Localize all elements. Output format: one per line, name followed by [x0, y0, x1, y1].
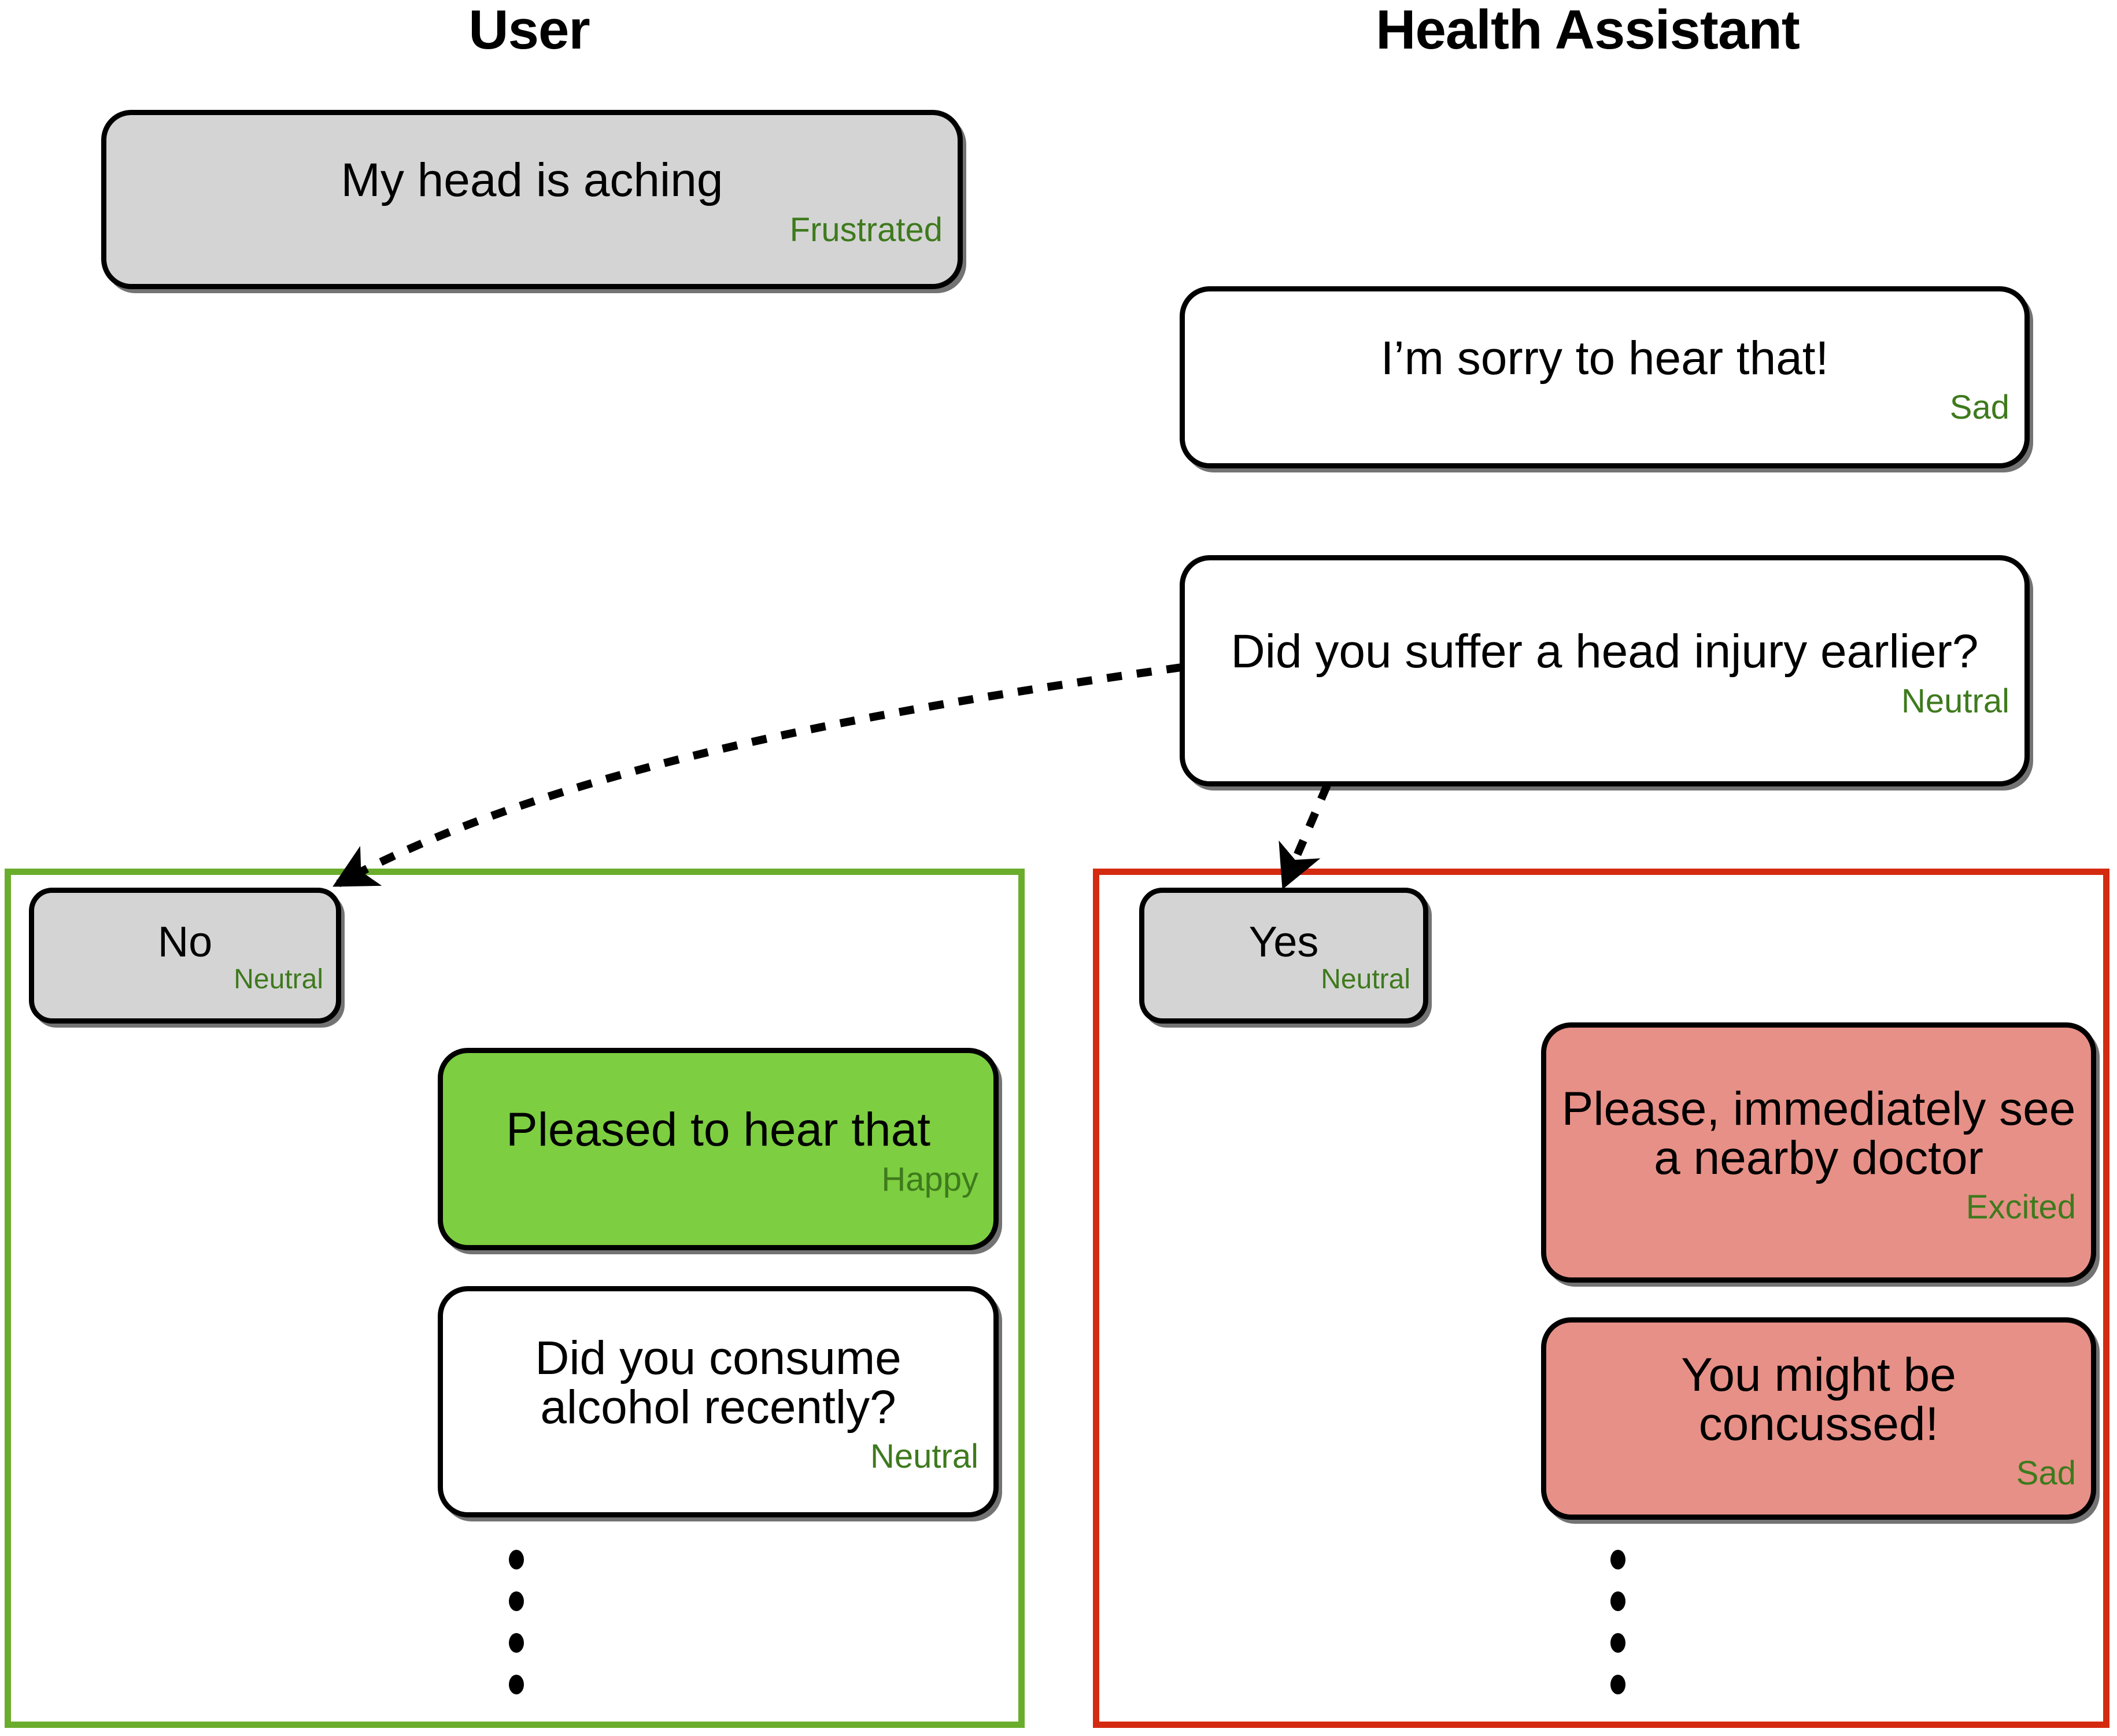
- bubble-text: Did you suffer a head injury earlier?: [1231, 625, 1979, 678]
- bubble-text: Yes: [1248, 918, 1319, 966]
- bubble-text: You might be concussed!: [1681, 1348, 1956, 1450]
- column-header-health-assistant: Health Assistant: [1376, 0, 1800, 61]
- emotion-label: Neutral: [1901, 682, 2009, 720]
- outcome-region-yes-injury: [1093, 869, 2109, 1728]
- emotion-label: Neutral: [870, 1438, 978, 1476]
- bubble-text: Please, immediately see a nearby doctor: [1561, 1082, 2076, 1184]
- bubble-assistant-pleased[interactable]: Pleased to hear that Happy: [438, 1048, 999, 1250]
- bubble-text: Pleased to hear that: [506, 1103, 930, 1157]
- bubble-assistant-sorry[interactable]: I’m sorry to hear that! Sad: [1180, 286, 2030, 468]
- dot: [509, 1550, 524, 1569]
- column-header-user: User: [468, 0, 590, 61]
- bubble-assistant-alcohol-question[interactable]: Did you consume alcohol recently? Neutra…: [438, 1286, 999, 1517]
- dot: [1610, 1633, 1625, 1653]
- bubble-assistant-see-doctor[interactable]: Please, immediately see a nearby doctor …: [1541, 1022, 2096, 1283]
- emotion-label: Neutral: [1321, 963, 1410, 995]
- arrow-to-no-branch: [332, 663, 1182, 888]
- dot: [1610, 1550, 1625, 1569]
- bubble-assistant-concussed[interactable]: You might be concussed! Sad: [1541, 1317, 2096, 1520]
- emotion-label: Neutral: [234, 963, 323, 995]
- bubble-assistant-head-injury-question[interactable]: Did you suffer a head injury earlier? Ne…: [1180, 555, 2030, 786]
- dot: [509, 1633, 524, 1653]
- bubble-user-complaint[interactable]: My head is aching Frustrated: [101, 110, 963, 289]
- bubble-user-no[interactable]: No Neutral: [29, 888, 341, 1024]
- emotion-label: Sad: [2016, 1454, 2076, 1493]
- dot: [509, 1675, 524, 1694]
- emotion-label: Excited: [1965, 1188, 2076, 1227]
- ellipsis-no-branch: [509, 1550, 524, 1694]
- dot: [1610, 1675, 1625, 1694]
- bubble-user-yes[interactable]: Yes Neutral: [1139, 888, 1428, 1024]
- bubble-text: No: [157, 918, 213, 966]
- emotion-label: Sad: [1949, 389, 2009, 427]
- bubble-text: My head is aching: [341, 154, 723, 207]
- dot: [509, 1591, 524, 1611]
- emotion-label: Frustrated: [789, 210, 943, 249]
- emotion-label: Happy: [881, 1160, 978, 1198]
- bubble-text: I’m sorry to hear that!: [1380, 331, 1829, 385]
- bubble-text: Did you consume alcohol recently?: [535, 1331, 902, 1434]
- ellipsis-yes-branch: [1610, 1550, 1625, 1694]
- dot: [1610, 1591, 1625, 1611]
